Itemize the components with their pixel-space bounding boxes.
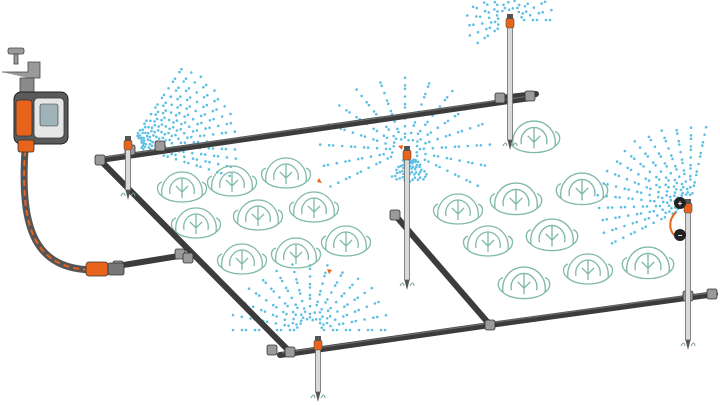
lettuce-plant-icon — [489, 182, 543, 216]
lettuce-plant-icon — [216, 243, 268, 275]
lettuce-plant-icon — [320, 225, 372, 257]
sprinkler-icon — [310, 336, 326, 402]
pipe-connector-icon — [389, 209, 401, 221]
pipe-connector-icon — [266, 344, 278, 356]
pipe-front — [277, 291, 718, 358]
sprinkler-icon — [120, 136, 136, 200]
pipe-connector-icon — [284, 346, 296, 358]
pipe-connector-icon — [494, 92, 506, 104]
lettuce-plant-icon — [621, 246, 675, 280]
sprinkler-icon — [680, 199, 696, 350]
spray-fan — [466, 0, 553, 45]
pipe-connector-icon — [182, 252, 194, 264]
lettuce-plant-icon — [497, 266, 551, 300]
lettuce-plant-icon — [562, 253, 614, 285]
water-timer-icon — [13, 91, 69, 153]
pipe-connector-icon — [524, 90, 536, 102]
direction-arrow-icon — [327, 269, 332, 274]
lettuce-plant-icon — [232, 199, 284, 231]
lettuce-plant-icon — [507, 120, 561, 154]
lettuce-plant-icon — [170, 207, 222, 239]
lettuce-plant-icon — [206, 165, 258, 197]
lettuce-plant-icon — [432, 193, 484, 225]
pipe-connector-icon — [706, 288, 718, 300]
adjust-control: + − — [669, 197, 686, 241]
garden-hose — [20, 146, 125, 277]
lettuce-plant-icon — [555, 172, 609, 206]
direction-arrow-icon — [317, 178, 322, 183]
lettuce-plant-icon — [270, 237, 322, 269]
sprinkler-icon — [502, 14, 518, 150]
hose-connector-icon — [85, 261, 109, 277]
minus-symbol: − — [678, 231, 683, 240]
pipe-back — [97, 95, 533, 163]
direction-arrow-icon — [398, 145, 403, 150]
plant-layer — [156, 120, 675, 300]
lettuce-plant-icon — [525, 218, 579, 252]
lettuce-plant-icon — [288, 191, 340, 223]
pipe-connector-icon — [484, 319, 496, 331]
pipe-middle-branch — [392, 212, 493, 328]
lettuce-plant-icon — [156, 171, 208, 203]
lettuce-plant-icon — [462, 225, 514, 257]
lettuce-plant-icon — [260, 157, 312, 189]
plus-button-icon — [674, 197, 686, 209]
sprinkler-layer — [120, 14, 696, 402]
pipe-network — [90, 90, 718, 358]
minus-button-icon — [674, 229, 686, 241]
pipe-connector-icon — [94, 154, 106, 166]
plus-symbol: + — [678, 199, 683, 208]
spray-fan — [596, 125, 708, 245]
sprinkler-icon — [399, 146, 415, 290]
spray-fan — [136, 67, 238, 178]
pipe-left-diagonal — [97, 157, 293, 355]
spray-fan — [231, 263, 388, 332]
pipe-connector-icon — [154, 140, 166, 152]
water-tap-icon — [2, 47, 41, 97]
